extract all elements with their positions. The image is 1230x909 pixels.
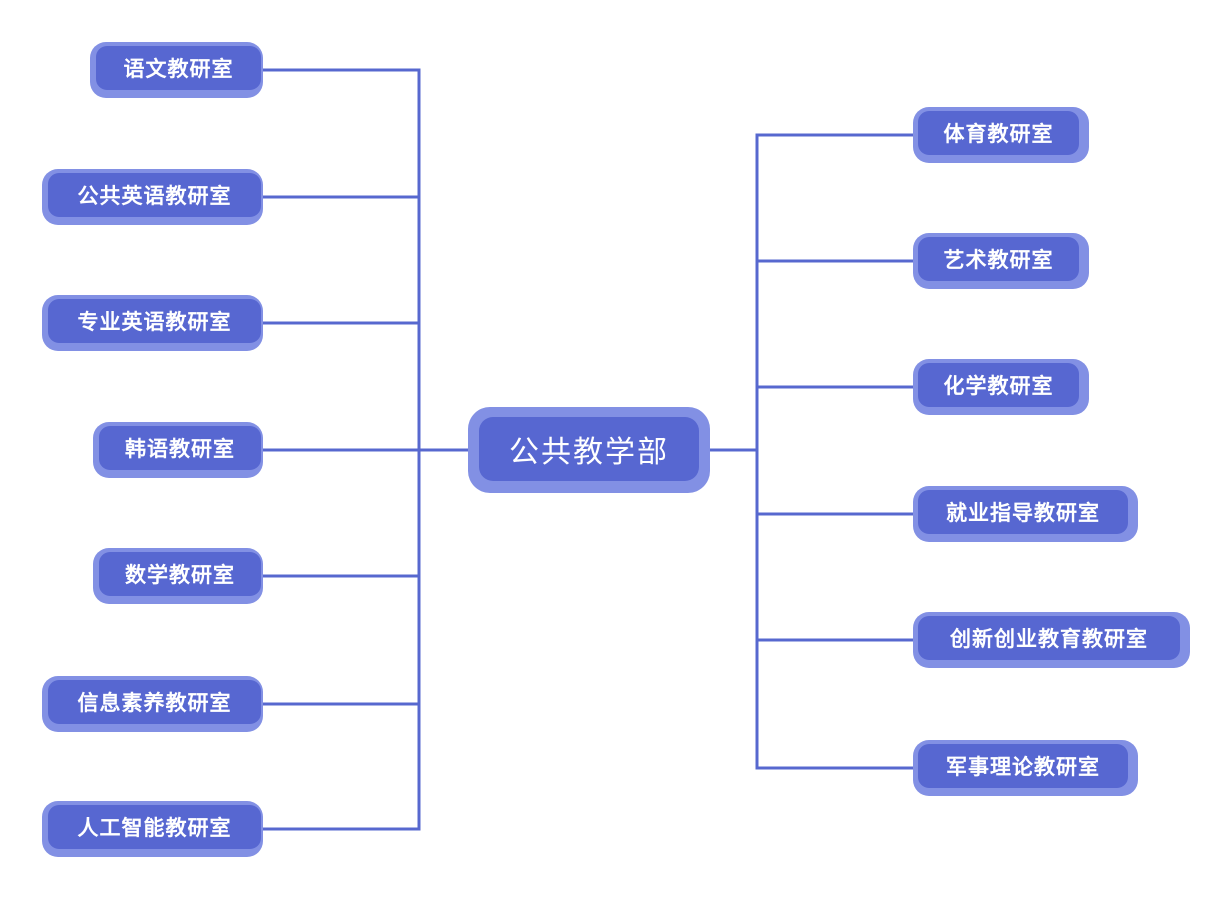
node-physical-education-label: 体育教研室	[943, 123, 1054, 146]
node-professional-english-label: 专业英语教研室	[77, 311, 232, 334]
node-chemistry[interactable]: 化学教研室	[913, 359, 1089, 415]
node-art[interactable]: 艺术教研室	[913, 233, 1089, 289]
node-math-label: 数学教研室	[125, 564, 235, 587]
node-chinese-label: 语文教研室	[123, 58, 234, 81]
node-korean-label: 韩语教研室	[125, 438, 235, 461]
node-information-literacy[interactable]: 信息素养教研室	[42, 676, 263, 732]
node-career-guidance-label: 就业指导教研室	[946, 502, 1100, 525]
node-information-literacy-label: 信息素养教研室	[77, 692, 232, 715]
node-art-label: 艺术教研室	[943, 249, 1054, 272]
node-military-theory-label: 军事理论教研室	[946, 756, 1100, 779]
node-artificial-intelligence[interactable]: 人工智能教研室	[42, 801, 263, 857]
node-innovation-entrepreneurship[interactable]: 创新创业教育教研室	[913, 612, 1190, 668]
node-math[interactable]: 数学教研室	[93, 548, 263, 604]
node-physical-education[interactable]: 体育教研室	[913, 107, 1089, 163]
node-career-guidance[interactable]: 就业指导教研室	[913, 486, 1138, 542]
node-public-english[interactable]: 公共英语教研室	[42, 169, 263, 225]
node-artificial-intelligence-label: 人工智能教研室	[77, 817, 232, 840]
node-public-english-label: 公共英语教研室	[77, 185, 232, 208]
root-node-public-teaching-dept[interactable]: 公共教学部	[468, 407, 710, 493]
root-node-label: 公共教学部	[509, 436, 669, 469]
node-innovation-entrepreneurship-label: 创新创业教育教研室	[950, 628, 1148, 651]
node-chemistry-label: 化学教研室	[943, 375, 1054, 398]
node-chinese[interactable]: 语文教研室	[90, 42, 263, 98]
node-military-theory[interactable]: 军事理论教研室	[913, 740, 1138, 796]
node-korean[interactable]: 韩语教研室	[93, 422, 263, 478]
node-professional-english[interactable]: 专业英语教研室	[42, 295, 263, 351]
